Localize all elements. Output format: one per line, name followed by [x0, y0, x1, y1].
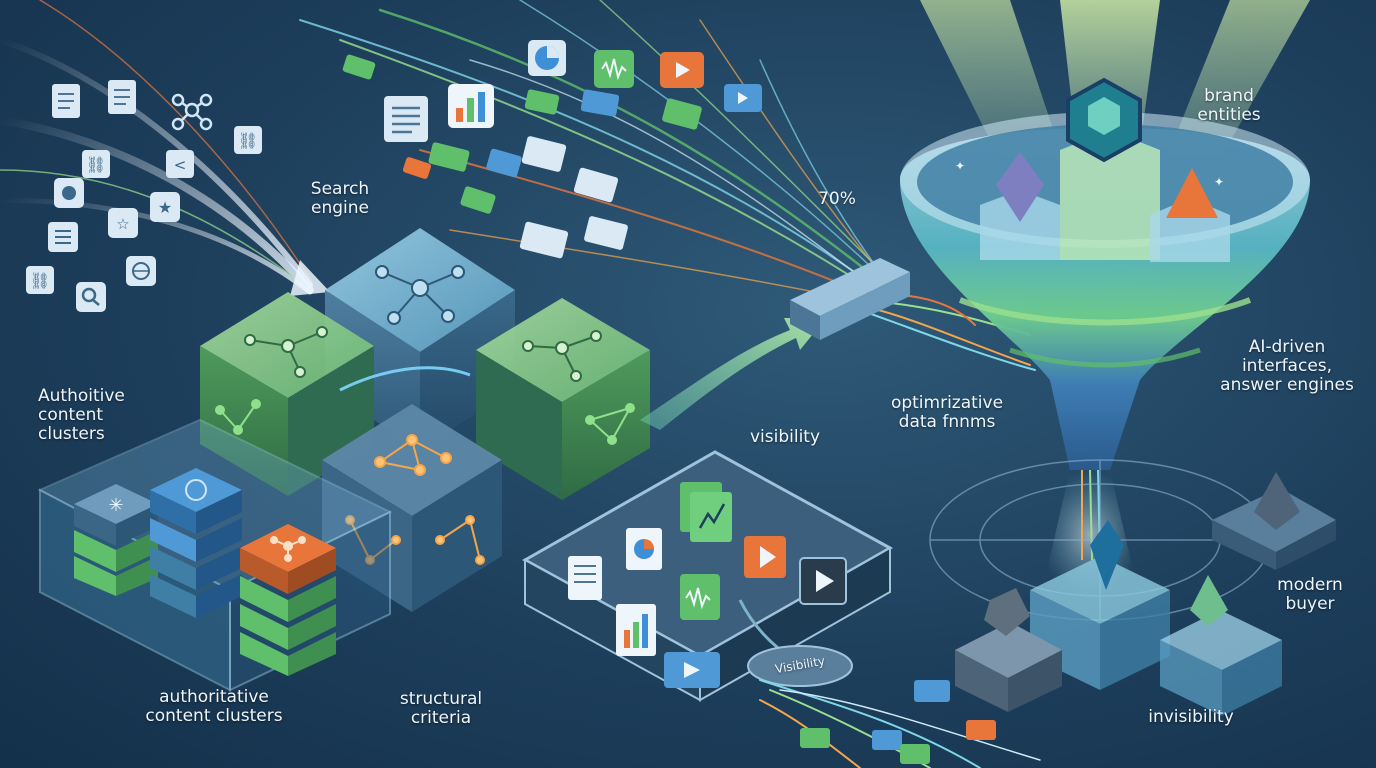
- document-icon: [52, 84, 80, 118]
- list-icon: [48, 222, 78, 252]
- funnel: [900, 77, 1310, 470]
- svg-text:⛓: ⛓: [30, 271, 50, 290]
- play-icon: [660, 52, 704, 88]
- label-ai-driven: AI-driven interfaces, answer engines: [1220, 337, 1354, 395]
- platforms-right: [955, 472, 1336, 716]
- snowflake-icon: ✳: [108, 495, 123, 516]
- play-icon: [744, 536, 786, 578]
- content-cluster-box: ✳: [37, 418, 393, 692]
- stack-middle: [150, 468, 242, 618]
- diamond-icon: [996, 152, 1044, 222]
- glow-link: [339, 366, 471, 392]
- globe-icon: [185, 479, 207, 501]
- play-icon: [664, 652, 720, 688]
- svg-text:<: <: [174, 156, 187, 174]
- stack-left: ✳: [74, 484, 158, 596]
- tile-icon: [342, 54, 376, 80]
- growth-arrow: [640, 318, 826, 430]
- icon-tiles-left: ⛓ ⛓ < ★ ☆ ⛓: [26, 80, 262, 312]
- link-icon: ⛓: [26, 266, 54, 294]
- pie-icon: [626, 528, 662, 570]
- tile-icon: [460, 186, 496, 214]
- media-tray: [521, 450, 894, 702]
- svg-text:✦: ✦: [1214, 175, 1224, 189]
- tile-icon: [486, 148, 522, 178]
- label-search-engine: Search engine: [310, 179, 370, 218]
- pie-icon: [528, 40, 566, 76]
- svg-text:★: ★: [158, 198, 172, 217]
- document-icon: [573, 167, 619, 203]
- svg-text:☆: ☆: [116, 215, 129, 233]
- stack-right: [240, 524, 336, 676]
- label-percent: 70%: [818, 189, 856, 209]
- tile-icon: [524, 89, 560, 115]
- svg-text:⛓: ⛓: [238, 131, 258, 150]
- incoming-stream: [0, 0, 330, 296]
- triangle-icon: [1166, 168, 1218, 218]
- document-icon: [384, 96, 428, 142]
- network-icon: [171, 93, 213, 131]
- tile-icon: [662, 98, 702, 130]
- document-icon: [568, 556, 602, 600]
- label-authoritative-clusters: authoritative content clusters: [145, 687, 283, 726]
- search-icon: [76, 282, 106, 312]
- tile-icon: [428, 142, 470, 172]
- sparkles: ✦ ✦: [955, 159, 1224, 189]
- audio-icon: [680, 574, 720, 620]
- document-icon: [584, 216, 628, 250]
- tile-icon: [521, 136, 567, 172]
- cube-top-center: [325, 228, 515, 450]
- icon-tiles-top: [342, 40, 762, 259]
- audio-icon: [594, 50, 634, 88]
- cube-right-green: [476, 298, 650, 500]
- chart-icon: [680, 482, 732, 542]
- label-optimrizative: optimrizative data fnnms: [890, 393, 1004, 432]
- label-modern-buyer: modern buyer: [1277, 575, 1343, 614]
- play-icon: [799, 557, 847, 605]
- connector-plug: [790, 258, 910, 340]
- share-icon: <: [166, 150, 194, 178]
- tile-icon: [402, 157, 432, 179]
- label-visibility: visibility: [749, 427, 821, 447]
- play-icon: [724, 84, 762, 112]
- tile-icon: [580, 89, 620, 117]
- cube-front-orange: [322, 404, 502, 612]
- star-icon: ★: [150, 192, 180, 222]
- label-structural-criteria: structural criteria: [399, 689, 483, 728]
- chat-icon: [54, 178, 84, 208]
- star-icon: ☆: [108, 208, 138, 238]
- bottom-streams: [759, 679, 1041, 768]
- document-icon: [108, 80, 136, 114]
- document-icon: [519, 221, 569, 259]
- chart-icon: [616, 604, 656, 656]
- label-invisibility: invisibility: [1148, 707, 1234, 727]
- globe-icon: [126, 256, 156, 286]
- visibility-badge: [747, 645, 853, 687]
- svg-text:✦: ✦: [955, 159, 965, 173]
- label-brand-entities: brand entities: [1197, 86, 1261, 125]
- svg-text:⛓: ⛓: [86, 155, 106, 174]
- stream-tiles: [800, 680, 996, 764]
- link-icon: ⛓: [234, 126, 262, 154]
- link-icon: ⛓: [82, 150, 110, 178]
- chart-icon: [448, 84, 494, 128]
- label-authoitive-clusters: Authoitive content clusters: [38, 386, 125, 444]
